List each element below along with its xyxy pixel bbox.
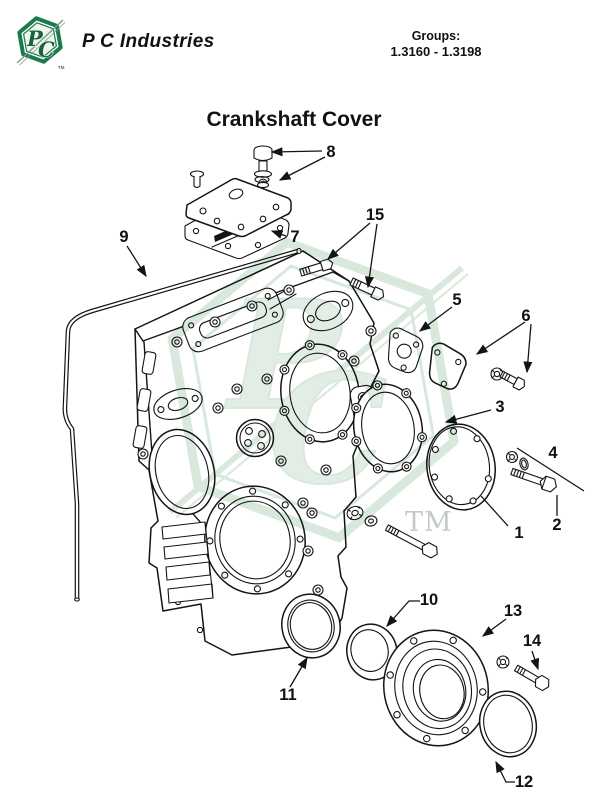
groups-block: Groups: 1.3160 - 1.3198 xyxy=(376,29,496,59)
long-bolt xyxy=(384,524,438,559)
logo-trademark: TM xyxy=(58,65,65,70)
logo-shaft-line-2 xyxy=(19,22,66,66)
part-callout-12: 12 xyxy=(514,772,534,791)
dowel-pin xyxy=(189,170,205,189)
part-callout-2: 2 xyxy=(552,515,562,534)
logo-letter-p: P xyxy=(26,26,44,51)
part-callout-4: 4 xyxy=(548,443,558,462)
part-callout-14: 14 xyxy=(522,631,542,650)
groups-value: 1.3160 - 1.3198 xyxy=(390,44,482,59)
watermark: P C TM xyxy=(167,237,469,543)
part-callout-9: 9 xyxy=(119,227,129,246)
part-14-washer xyxy=(496,655,510,669)
part-15-bolt-b xyxy=(349,277,385,301)
logo-letter-c: C xyxy=(38,37,55,62)
housing-ladder-steps xyxy=(161,521,214,604)
part-8-bolt xyxy=(253,145,273,189)
page-title: Crankshaft Cover xyxy=(206,108,382,131)
part-callout-7: 7 xyxy=(290,227,300,246)
part-callout-1: 1 xyxy=(514,523,524,542)
part-3-gasket xyxy=(351,380,428,474)
part-callout-11: 11 xyxy=(279,685,297,704)
part-12-oring xyxy=(478,690,538,758)
part-callout-10: 10 xyxy=(419,590,439,609)
part-callout-8: 8 xyxy=(326,142,336,161)
part-7-cover-plate xyxy=(184,177,292,260)
housing-upper-port xyxy=(302,290,354,332)
part-14-bolt xyxy=(513,664,550,692)
watermark-letter-p: P xyxy=(224,268,345,444)
part-13-flange xyxy=(382,629,490,747)
part-callout-5: 5 xyxy=(452,290,462,309)
part-4-washer xyxy=(505,450,529,471)
part-6-bolt xyxy=(499,370,525,391)
logo-shaft-line xyxy=(16,19,64,64)
company-name: P C Industries xyxy=(82,31,215,52)
groups-label: Groups: xyxy=(411,29,461,43)
part-2-bolt xyxy=(510,467,557,493)
watermark-letter-c: C xyxy=(268,342,387,518)
part-callout-3: 3 xyxy=(495,397,505,416)
housing-left-slots xyxy=(132,351,157,449)
part-11-seal-ring xyxy=(281,593,341,659)
part-callout-13: 13 xyxy=(503,601,523,620)
watermark-trademark: TM xyxy=(405,507,453,538)
part-callout-6: 6 xyxy=(521,306,531,325)
part-callout-15: 15 xyxy=(365,205,385,224)
part-10-sleeve xyxy=(346,623,398,681)
pc-industries-logo: P C TM xyxy=(16,16,66,70)
